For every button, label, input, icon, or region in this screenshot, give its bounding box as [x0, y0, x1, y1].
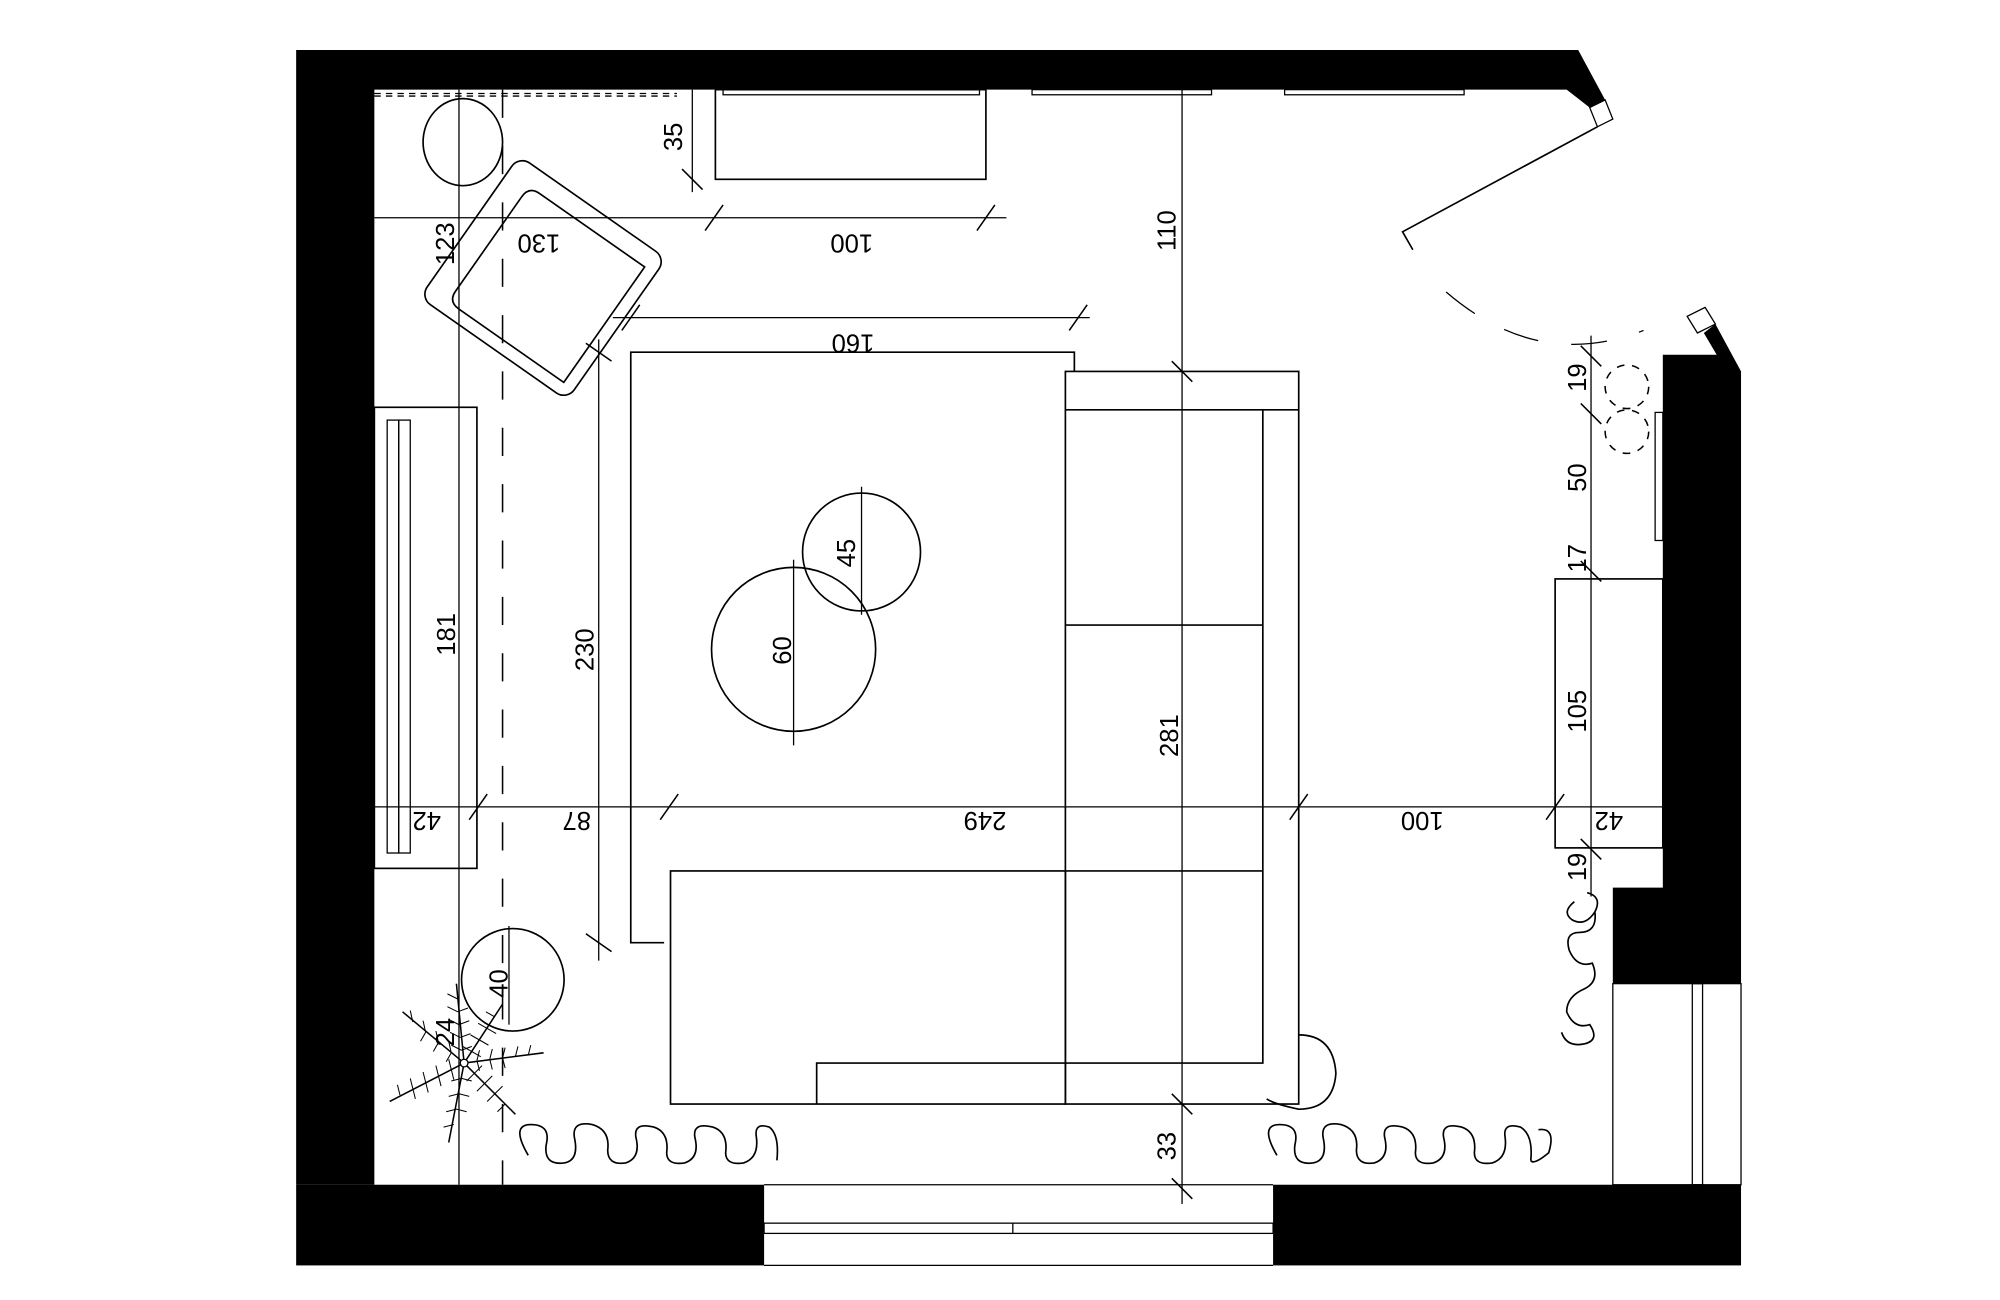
palm-plant: [389, 983, 544, 1143]
dim-17: 17: [1564, 544, 1592, 572]
dim-100-top: 100: [830, 228, 873, 256]
dimension-lines: [374, 89, 1663, 1204]
dim-87: 87: [563, 806, 592, 834]
armchair[interactable]: [420, 156, 666, 400]
dim-181: 181: [433, 613, 461, 656]
curtain-bottom-right: [1267, 1123, 1552, 1165]
sideboard-top[interactable]: [714, 88, 987, 181]
cabinet-right[interactable]: [1554, 578, 1664, 849]
dim-123: 123: [432, 222, 460, 265]
door-jambs: [1588, 99, 1717, 334]
dim-19-bottom: 19: [1564, 853, 1592, 881]
dim-110: 110: [1154, 210, 1182, 251]
dim-160: 160: [832, 328, 875, 356]
floor-lamp[interactable]: [422, 97, 504, 187]
dim-33: 33: [1154, 1132, 1182, 1160]
dim-40: 40: [486, 969, 514, 997]
rug: [629, 351, 1076, 944]
pouf-2: [1604, 409, 1650, 455]
dim-281: 281: [1156, 714, 1184, 757]
dim-105: 105: [1564, 690, 1592, 733]
pouf-1: [1604, 364, 1650, 410]
window-right: [1612, 983, 1742, 1186]
floor-lamp-bottom[interactable]: [1266, 1034, 1337, 1110]
dim-24: 24: [432, 1018, 460, 1046]
dim-42-left: 42: [413, 806, 442, 834]
dim-35: 35: [660, 123, 688, 151]
dim-19-top: 19: [1564, 363, 1592, 391]
corner-sofa[interactable]: [669, 370, 1300, 1105]
curtain-bottom-left: [519, 1123, 779, 1165]
dimension-labels: 35 100 123 130 160 110 181 230 45 60 281…: [413, 123, 1624, 1161]
dim-60: 60: [769, 636, 797, 664]
side-table[interactable]: [460, 927, 565, 1032]
walls: [296, 49, 1742, 1266]
radiator-top: [374, 92, 677, 97]
dim-45: 45: [833, 539, 861, 567]
dim-50: 50: [1564, 463, 1592, 491]
dim-130: 130: [518, 228, 561, 256]
mirror-right: [1654, 411, 1664, 542]
door-top-right[interactable]: [1401, 126, 1644, 346]
dim-42-right: 42: [1595, 806, 1624, 834]
dim-230: 230: [572, 628, 600, 671]
dim-249: 249: [964, 806, 1007, 834]
dim-100-right: 100: [1401, 806, 1444, 834]
curtain-right: [1560, 891, 1599, 1046]
window-bottom: [763, 1184, 1274, 1267]
tv-unit[interactable]: [373, 406, 478, 870]
